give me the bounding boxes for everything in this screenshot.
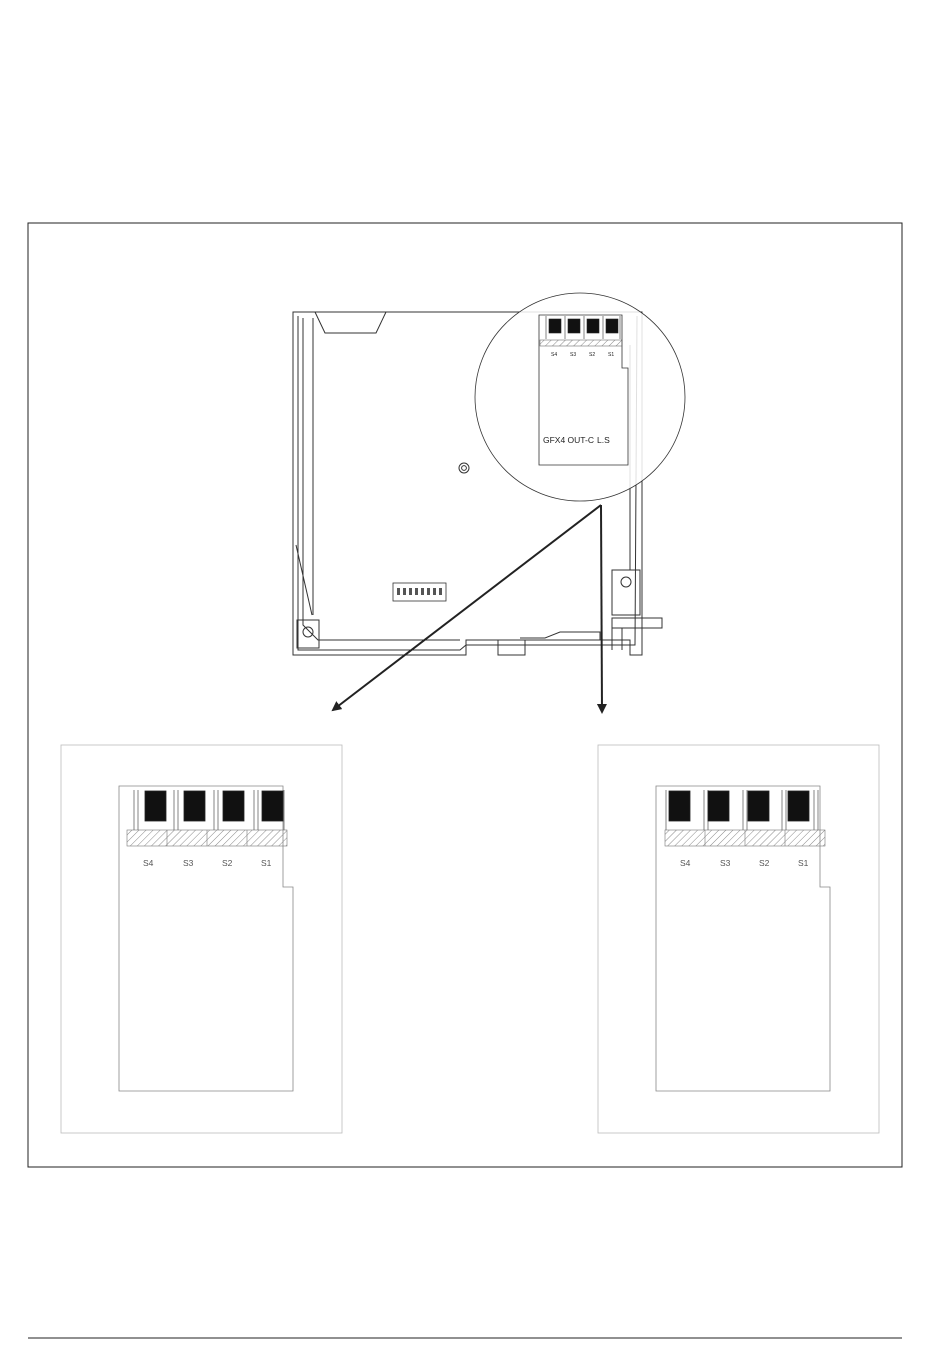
magnified-label-s3: S3 [570,352,576,358]
left-label-s4: S4 [143,858,154,868]
board-model-label: GFX4 OUT-C [543,435,594,445]
left-switch-s4-actuator [145,791,166,821]
board-dip-switch-bank [393,583,446,601]
right-label-s3: S3 [720,858,731,868]
magnified-label-s1: S1 [608,352,614,358]
detail-panel-left: S4 S3 S2 S1 [61,745,342,1133]
left-label-s1: S1 [261,858,272,868]
left-switch-s1-actuator [262,791,283,821]
right-detail-switches [669,791,809,821]
right-switch-s1-actuator [788,791,809,821]
left-label-s2: S2 [222,858,233,868]
left-switch-s2-actuator [223,791,244,821]
right-switch-s3-actuator [708,791,729,821]
right-switch-s2-actuator [748,791,769,821]
board-model-sublabel: L.S [597,435,610,445]
arrow-to-right-detail [601,505,602,712]
magnified-label-s2: S2 [589,352,595,358]
right-label-s2: S2 [759,858,770,868]
magnified-label-s4: S4 [551,352,557,358]
figure-frame [28,223,902,1167]
right-label-s1: S1 [798,858,809,868]
left-switch-s3-actuator [184,791,205,821]
right-switch-s4-actuator [669,791,690,821]
right-label-s4: S4 [680,858,691,868]
arrow-to-left-detail [333,505,601,710]
magnifier-circle: S4 S3 S2 S1 GFX4 OUT-C L.S [475,293,685,501]
detail-panel-right: S4 S3 S2 S1 [598,745,879,1133]
left-label-s3: S3 [183,858,194,868]
callout-arrows [333,505,602,712]
